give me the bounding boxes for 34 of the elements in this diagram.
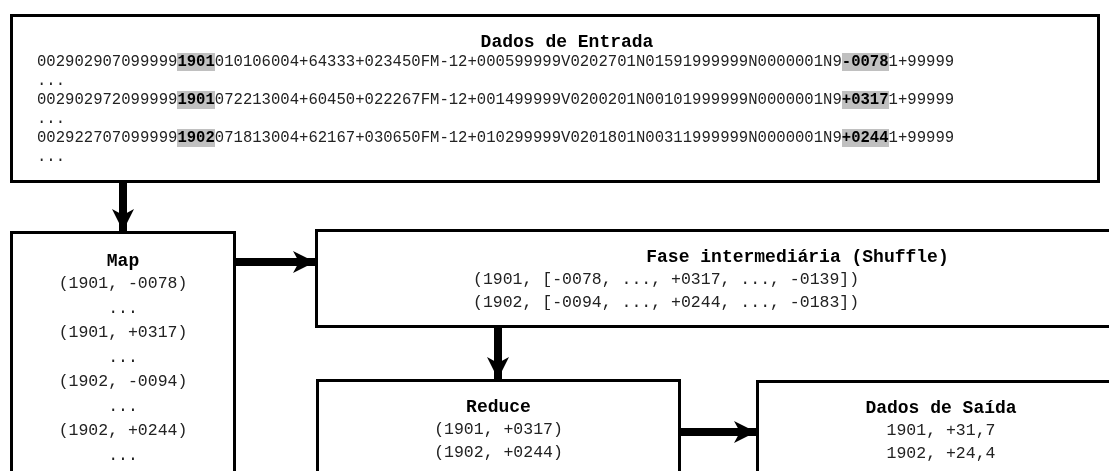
data-line: (1902, [-0094, ..., +0244, ..., -0183]) [473,292,860,314]
box-title: Map [106,250,140,272]
process-box [10,231,236,471]
arrow [112,183,134,231]
box-title: Dados de Entrada [480,31,654,53]
data-line: (1901, +0317) [58,322,188,344]
arrow [487,328,509,379]
box-title: Fase intermediária (Shuffle) [646,246,949,268]
process-box [756,380,1109,471]
data-line: (1901, -0078) [58,273,188,295]
data-line: 1902, +24,4 [886,443,996,465]
data-line: ... [108,395,138,418]
data-line: (1901, [-0078, ..., +0317, ..., -0139]) [473,269,860,291]
process-box [315,229,1109,328]
data-line: 0029227070999991902071813004+62167+030650FM-12+010299999V0201801N00311999999N0000001N9+02441+99999 [37,129,955,148]
data-line: 0029029070999991901010106004+64333+023450FM-12+000599999V0202701N01591999999N0000001N9-00781+99999 [37,53,955,72]
data-line: ... [37,110,66,129]
data-line: ... [37,72,66,91]
box-title: Dados de Saída [865,397,1017,419]
data-line: (1902, +0244) [434,442,563,464]
process-box [316,379,681,471]
arrow [236,251,315,273]
arrow [681,421,756,443]
data-line: 1901, +31,7 [886,420,996,442]
box-title: Reduce [466,396,531,418]
data-line: ... [108,297,138,320]
data-line: (1902, -0094) [58,371,188,393]
data-line: (1901, +0317) [434,419,563,441]
data-line: ... [37,148,66,167]
data-line: ... [108,346,138,369]
data-line: 0029029720999991901072213004+60450+022267FM-12+001499999V0200201N00101999999N0000001N9+03171+99999 [37,91,955,110]
process-box [10,14,1100,183]
data-line: (1902, +0244) [58,420,188,442]
data-line: ... [108,444,138,467]
